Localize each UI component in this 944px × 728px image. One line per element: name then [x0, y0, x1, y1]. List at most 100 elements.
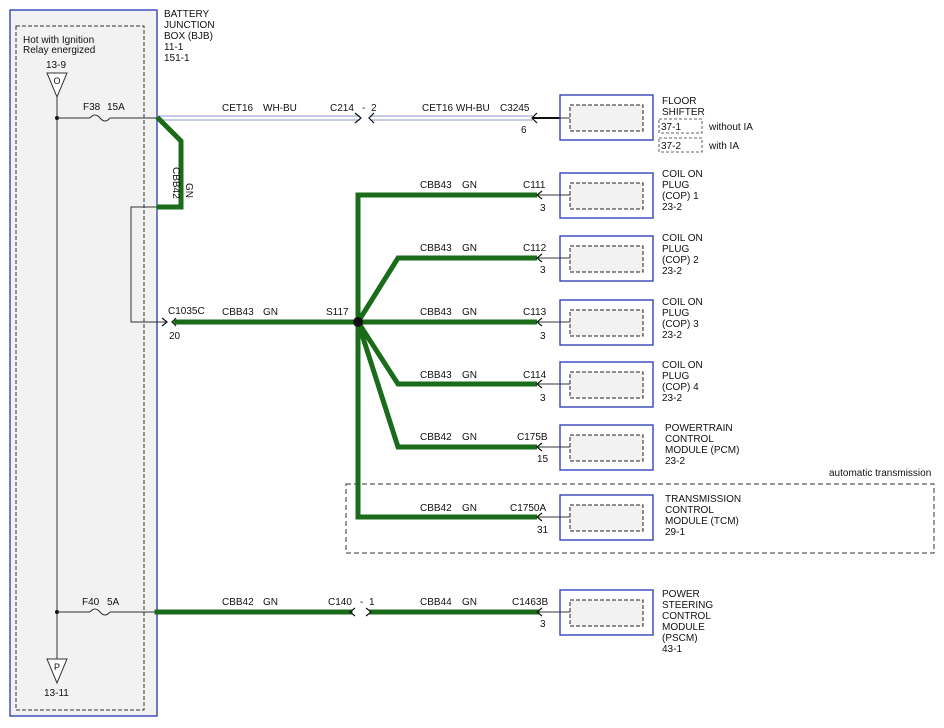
pscm-wire1-id: CBB42	[222, 597, 254, 608]
cop3-ref: 23-2	[662, 330, 682, 341]
branch-1-conn: C111	[523, 180, 546, 191]
top-source-triangle-icon	[46, 72, 68, 99]
feed-conn-pin: 20	[169, 331, 181, 342]
branch-4-pin: 3	[540, 393, 546, 404]
feed-vertical-wire-color: GN	[183, 183, 194, 198]
tcm-name-1: TRANSMISSION	[665, 494, 741, 505]
fuse-f40-name: F40	[82, 597, 100, 608]
cop1-name-2: PLUG	[662, 180, 689, 191]
cop2-name-2: PLUG	[662, 244, 689, 255]
pscm-name-5: (PSCM)	[662, 633, 698, 644]
branch-4-wire-color: GN	[462, 370, 477, 381]
branch-5-wire-color: GN	[462, 432, 477, 443]
cop4-ref: 23-2	[662, 393, 682, 404]
branch-1-wire-id: CBB43	[420, 180, 452, 191]
branch-4-wire-id: CBB43	[420, 370, 452, 381]
bottom-source-letter: P	[54, 662, 60, 672]
pcm-name-2: CONTROL	[665, 434, 714, 445]
pscm-name-2: STEERING	[662, 600, 713, 611]
tcm-name-3: MODULE (TCM)	[665, 516, 739, 527]
inline-conn-c214-sep: -	[362, 103, 365, 114]
fuse-f40-icon	[89, 608, 111, 616]
cop4-name-1: COIL ON	[662, 360, 703, 371]
bjb-title-line3: BOX (BJB)	[164, 31, 213, 42]
component-1-inner	[569, 182, 644, 210]
variant-2-note: with IA	[708, 141, 739, 152]
shifter-wire1-color: WH-BU	[263, 103, 297, 114]
pscm-wire1-color: GN	[263, 597, 278, 608]
branch-3-conn: C113	[523, 307, 547, 318]
branch-2-wire-color: GN	[462, 243, 477, 254]
pcm-name-1: POWERTRAIN	[665, 423, 733, 434]
branch-5-pin: 15	[537, 454, 549, 465]
cop1-name-1: COIL ON	[662, 169, 703, 180]
cop1-name-3: (COP) 1	[662, 191, 699, 202]
region-label: automatic transmission	[829, 468, 931, 479]
branch-6-pin: 31	[537, 525, 549, 536]
bottom-source-ref: 13-11	[44, 688, 69, 699]
cop2-name-3: (COP) 2	[662, 255, 699, 266]
branch-wire-4	[355, 320, 537, 387]
floor-shifter-inner	[569, 104, 644, 132]
main-wire-color: GN	[263, 307, 278, 318]
cop4-name-2: PLUG	[662, 371, 689, 382]
variant-1-note: without IA	[708, 122, 753, 133]
component-3-inner	[569, 309, 644, 337]
branch-6-wire-color: GN	[462, 503, 477, 514]
inline-conn-c214-pin: 2	[371, 103, 377, 114]
branch-2-pin: 3	[540, 265, 546, 276]
bjb-power-label-1: Hot with Ignition	[23, 35, 94, 46]
c1035c-female-icon	[171, 317, 177, 327]
pscm-inner	[569, 599, 644, 627]
pscm-name-3: CONTROL	[662, 611, 711, 622]
floor-shifter-name-2: SHIFTER	[662, 107, 705, 118]
fuse-f38-name: F38	[83, 102, 101, 113]
cop3-name-2: PLUG	[662, 308, 689, 319]
branch-2-conn: C112	[523, 243, 547, 254]
floor-shifter-name-1: FLOOR	[662, 96, 696, 107]
bjb-title-line2: JUNCTION	[164, 20, 215, 31]
component-2-inner	[569, 245, 644, 273]
variant-1-ref: 37-1	[661, 122, 681, 133]
floor-shifter-component	[559, 94, 654, 141]
pscm-conn-label: C1463B	[512, 597, 548, 608]
pscm-name-1: POWER	[662, 589, 700, 600]
bjb-power-label-2: Relay energized	[23, 45, 95, 56]
branch-wire-6	[355, 322, 537, 520]
inline-connector-c214-female-icon	[368, 112, 375, 124]
branch-wire-1	[355, 192, 537, 322]
inline-conn-c140-pin: 1	[369, 597, 375, 608]
bottom-source-triangle-icon	[46, 658, 68, 685]
shifter-conn-label: C3245	[500, 103, 530, 114]
shifter-conn-pin: 6	[521, 125, 527, 136]
cop2-ref: 23-2	[662, 266, 682, 277]
bjb-outline	[9, 9, 158, 717]
bjb-inner-outline	[15, 25, 145, 711]
variant-box-2	[658, 137, 703, 153]
component-5-inner	[569, 434, 644, 462]
cop4-name-3: (COP) 4	[662, 382, 699, 393]
pcm-ref: 23-2	[665, 456, 685, 467]
main-wire-id: CBB43	[222, 307, 254, 318]
inline-connector-c140-female-icon	[349, 607, 356, 617]
shifter-connector-icon	[531, 112, 538, 124]
branch-3-wire-id: CBB43	[420, 307, 452, 318]
tcm-name-2: CONTROL	[665, 505, 714, 516]
cop1-ref: 23-2	[662, 202, 682, 213]
pscm-wire2-id: CBB44	[420, 597, 452, 608]
shifter-wire1-id: CET16	[222, 103, 254, 114]
inline-conn-c214-label: C214	[330, 103, 354, 114]
splice-s117-dot	[353, 317, 363, 327]
pscm-component	[559, 589, 654, 636]
fuse-f38-icon	[89, 114, 111, 122]
tcm-ref: 29-1	[665, 527, 685, 538]
component-4-inner	[569, 371, 644, 399]
pscm-name-4: MODULE	[662, 622, 705, 633]
battery-junction-box	[9, 9, 158, 717]
branch-1-pin: 3	[540, 203, 546, 214]
top-source-letter: O	[53, 76, 60, 86]
fuse-f40-rating: 5A	[107, 597, 120, 608]
inline-conn-c140-label: C140	[328, 597, 352, 608]
top-source-ref: 13-9	[46, 60, 66, 71]
